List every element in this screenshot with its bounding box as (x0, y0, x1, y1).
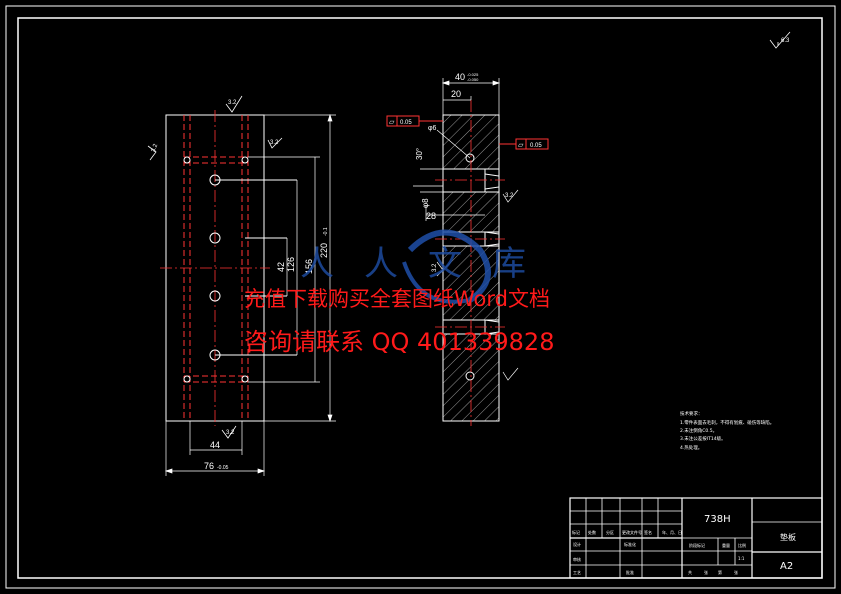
sheet-size: A2 (780, 561, 793, 572)
front-view-dimension-lines (164, 113, 336, 476)
row-pizhun: 批准 (626, 569, 634, 575)
dim-220: 220 (319, 243, 329, 258)
scale-header: 比例 (738, 542, 746, 548)
header-chushu: 处数 (588, 529, 596, 535)
front-view: 3.2 3.2 3.2 3.2 220 -0.1 156 126 42 44 7… (147, 95, 336, 476)
roughness-front-bottom: 3.2 (226, 430, 235, 436)
row-gongyi: 工艺 (573, 570, 581, 575)
scale-value: 1:1 (738, 556, 745, 561)
note-title: 技术要求： (680, 410, 703, 417)
hole (241, 156, 249, 164)
tol-right-symbol: ▱ (518, 142, 524, 149)
watermark-line-2: 咨询请联系 QQ 401339828 (244, 328, 555, 356)
title-block (569, 497, 823, 579)
roughness-front-top: 3.2 (228, 100, 237, 106)
general-roughness-symbol (769, 31, 791, 49)
stage-header: 阶段标记 (689, 542, 705, 548)
sheet-outer-border (5, 5, 836, 589)
technical-notes: 技术要求： 1.零件表面去毛刺，不得有划痕、碰伤等缺陷。 2.未注倒角C0.5。… (680, 410, 774, 451)
dim-40-tol-upper: -0.025 (467, 72, 479, 77)
dim-dia-8: φ8 (421, 198, 430, 208)
note-line: 3.未注公差按IT14级。 (680, 435, 726, 442)
front-view-pins (215, 179, 297, 356)
note-line: 2.未注倒角C0.5。 (680, 427, 717, 434)
hole (183, 375, 191, 383)
header-fenqu: 分区 (606, 529, 614, 535)
front-view-holes (183, 156, 249, 383)
sheet-gong: 共 (688, 569, 692, 575)
header-biaoji: 标记 (572, 529, 580, 535)
dim-28: 28 (426, 211, 436, 221)
roughness-front-right: 3.2 (270, 140, 279, 146)
tol-right-value: 0.05 (530, 143, 542, 149)
note-line: 1.零件表面去毛刺，不得有划痕、碰伤等缺陷。 (680, 419, 774, 426)
watermark-logo (402, 229, 491, 304)
dim-76-tolerance: -0.05 (217, 465, 229, 471)
row-shenhe: 审核 (573, 556, 581, 562)
part-name: 垫板 (780, 532, 796, 542)
general-roughness-value: 6.3 (781, 38, 790, 44)
roughness-section-left: 3.2 (432, 263, 438, 272)
sheet-inner-border (17, 17, 823, 579)
section-dimension-lines (413, 78, 501, 221)
header-date: 年、月、日 (662, 529, 682, 535)
row-biaozhunhua: 标准化 (624, 541, 636, 547)
sheet-zhang-2: 张 (734, 569, 738, 575)
tol-left-symbol: ▱ (389, 119, 395, 126)
dim-220-tolerance: -0.1 (323, 227, 329, 236)
section-view: ▱ 0.05 ▱ 0.05 40 -0.025 -0.050 20 30° φ8… (386, 72, 549, 426)
tolerance-frame-left (386, 115, 443, 127)
note-line: 4.热处理。 (680, 444, 702, 451)
title-block-text: 738H 垫板 A2 标记 处数 分区 更改文件号 签名 年、月、日 设计 审核… (572, 514, 796, 575)
roughness-front-left: 3.2 (151, 143, 160, 154)
hole (241, 375, 249, 383)
header-genggai: 更改文件号 (622, 529, 642, 535)
dim-40: 40 (455, 72, 465, 82)
weight-header: 重量 (722, 542, 730, 548)
roughness-section-right: 3.2 (505, 193, 514, 199)
dim-126: 126 (286, 257, 296, 272)
dim-156: 156 (304, 259, 314, 274)
dim-30-deg: 30° (415, 148, 424, 160)
tolerance-frame-right (499, 138, 549, 150)
tol-left-value: 0.05 (400, 120, 412, 126)
hole (183, 156, 191, 164)
sheet-di: 第 (718, 569, 722, 575)
hole (209, 290, 221, 302)
header-qianming: 签名 (644, 529, 652, 535)
sheet-zhang-1: 张 (704, 569, 708, 575)
row-sheji: 设计 (573, 541, 581, 547)
section-pin-hole (465, 371, 475, 381)
dim-40-tol-lower: -0.050 (467, 77, 479, 82)
front-view-roughness-symbols (147, 95, 283, 439)
dim-42: 42 (276, 262, 286, 272)
hole (209, 232, 221, 244)
dim-dia-6: φ6 (428, 125, 437, 132)
dim-20: 20 (451, 89, 461, 99)
front-view-center-lines (160, 110, 270, 426)
dim-44: 44 (210, 440, 220, 450)
watermark-logo-text: 人人文库 (300, 244, 556, 284)
watermark-line-1: 充值下载购买全套图纸Word文档 (244, 287, 550, 311)
section-leaders (436, 129, 519, 381)
dim-76: 76 (204, 461, 214, 471)
drawing-number: 738H (704, 514, 731, 525)
